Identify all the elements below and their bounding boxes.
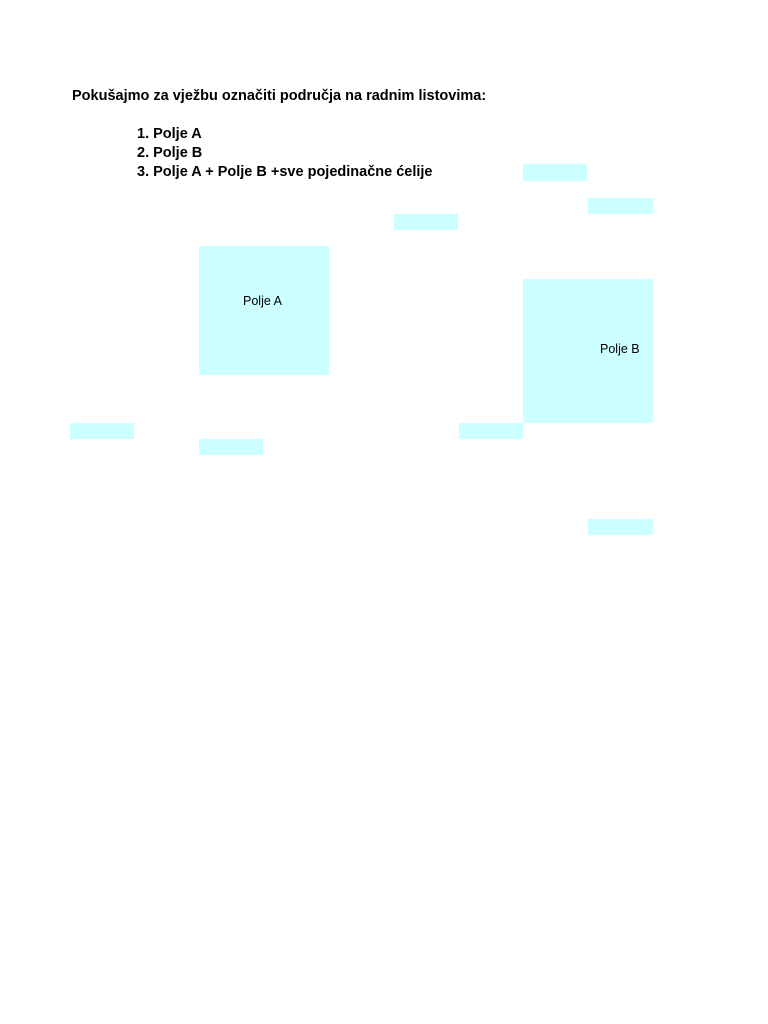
field-a-area[interactable]	[199, 246, 329, 375]
field-a-label: Polje A	[243, 294, 282, 308]
single-cell[interactable]	[588, 198, 653, 214]
field-b-area[interactable]	[523, 279, 653, 423]
step-list: 1. Polje A 2. Polje B 3. Polje A + Polje…	[137, 125, 433, 182]
single-cell[interactable]	[588, 519, 653, 535]
instruction-heading: Pokušajmo za vježbu označiti područja na…	[72, 88, 487, 104]
single-cell[interactable]	[523, 164, 587, 181]
step-item: 1. Polje A	[137, 126, 202, 142]
single-cell[interactable]	[394, 214, 458, 230]
step-item: 3. Polje A + Polje B +sve pojedinačne će…	[137, 164, 433, 180]
step-item: 2. Polje B	[137, 145, 203, 161]
single-cell[interactable]	[70, 423, 134, 439]
field-b-label: Polje B	[600, 342, 640, 356]
single-cell[interactable]	[199, 439, 263, 455]
single-cell[interactable]	[459, 423, 523, 439]
